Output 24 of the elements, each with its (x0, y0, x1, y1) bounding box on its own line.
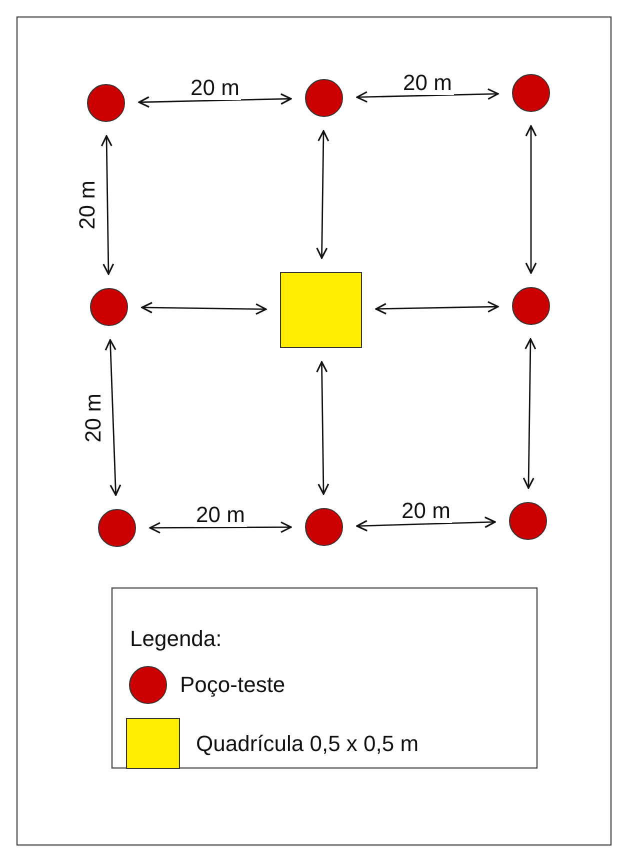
test-pit-marker (305, 79, 343, 117)
double-arrow (141, 302, 267, 315)
test-pit-marker (87, 84, 125, 122)
test-pit-marker (512, 74, 550, 112)
double-arrow (316, 130, 330, 259)
double-arrow (522, 338, 536, 489)
double-arrow (375, 301, 499, 315)
legend-text: Poço-teste (180, 672, 286, 698)
double-arrow (316, 361, 330, 495)
double-arrow (525, 125, 537, 274)
sample-square (280, 272, 362, 348)
double-arrow (138, 93, 292, 108)
test-pit-marker (509, 502, 547, 540)
legend-text: Quadrícula 0,5 x 0,5 m (196, 731, 419, 757)
double-arrow (356, 516, 496, 532)
test-pit-marker (512, 287, 550, 325)
test-pit-marker (98, 509, 136, 547)
test-pit-marker (90, 288, 128, 326)
double-arrow (149, 521, 292, 534)
double-arrow (104, 339, 122, 496)
double-arrow (356, 88, 499, 103)
legend-title: Legenda: (130, 626, 222, 652)
double-arrow (100, 135, 114, 275)
test-pit-marker (305, 508, 343, 546)
